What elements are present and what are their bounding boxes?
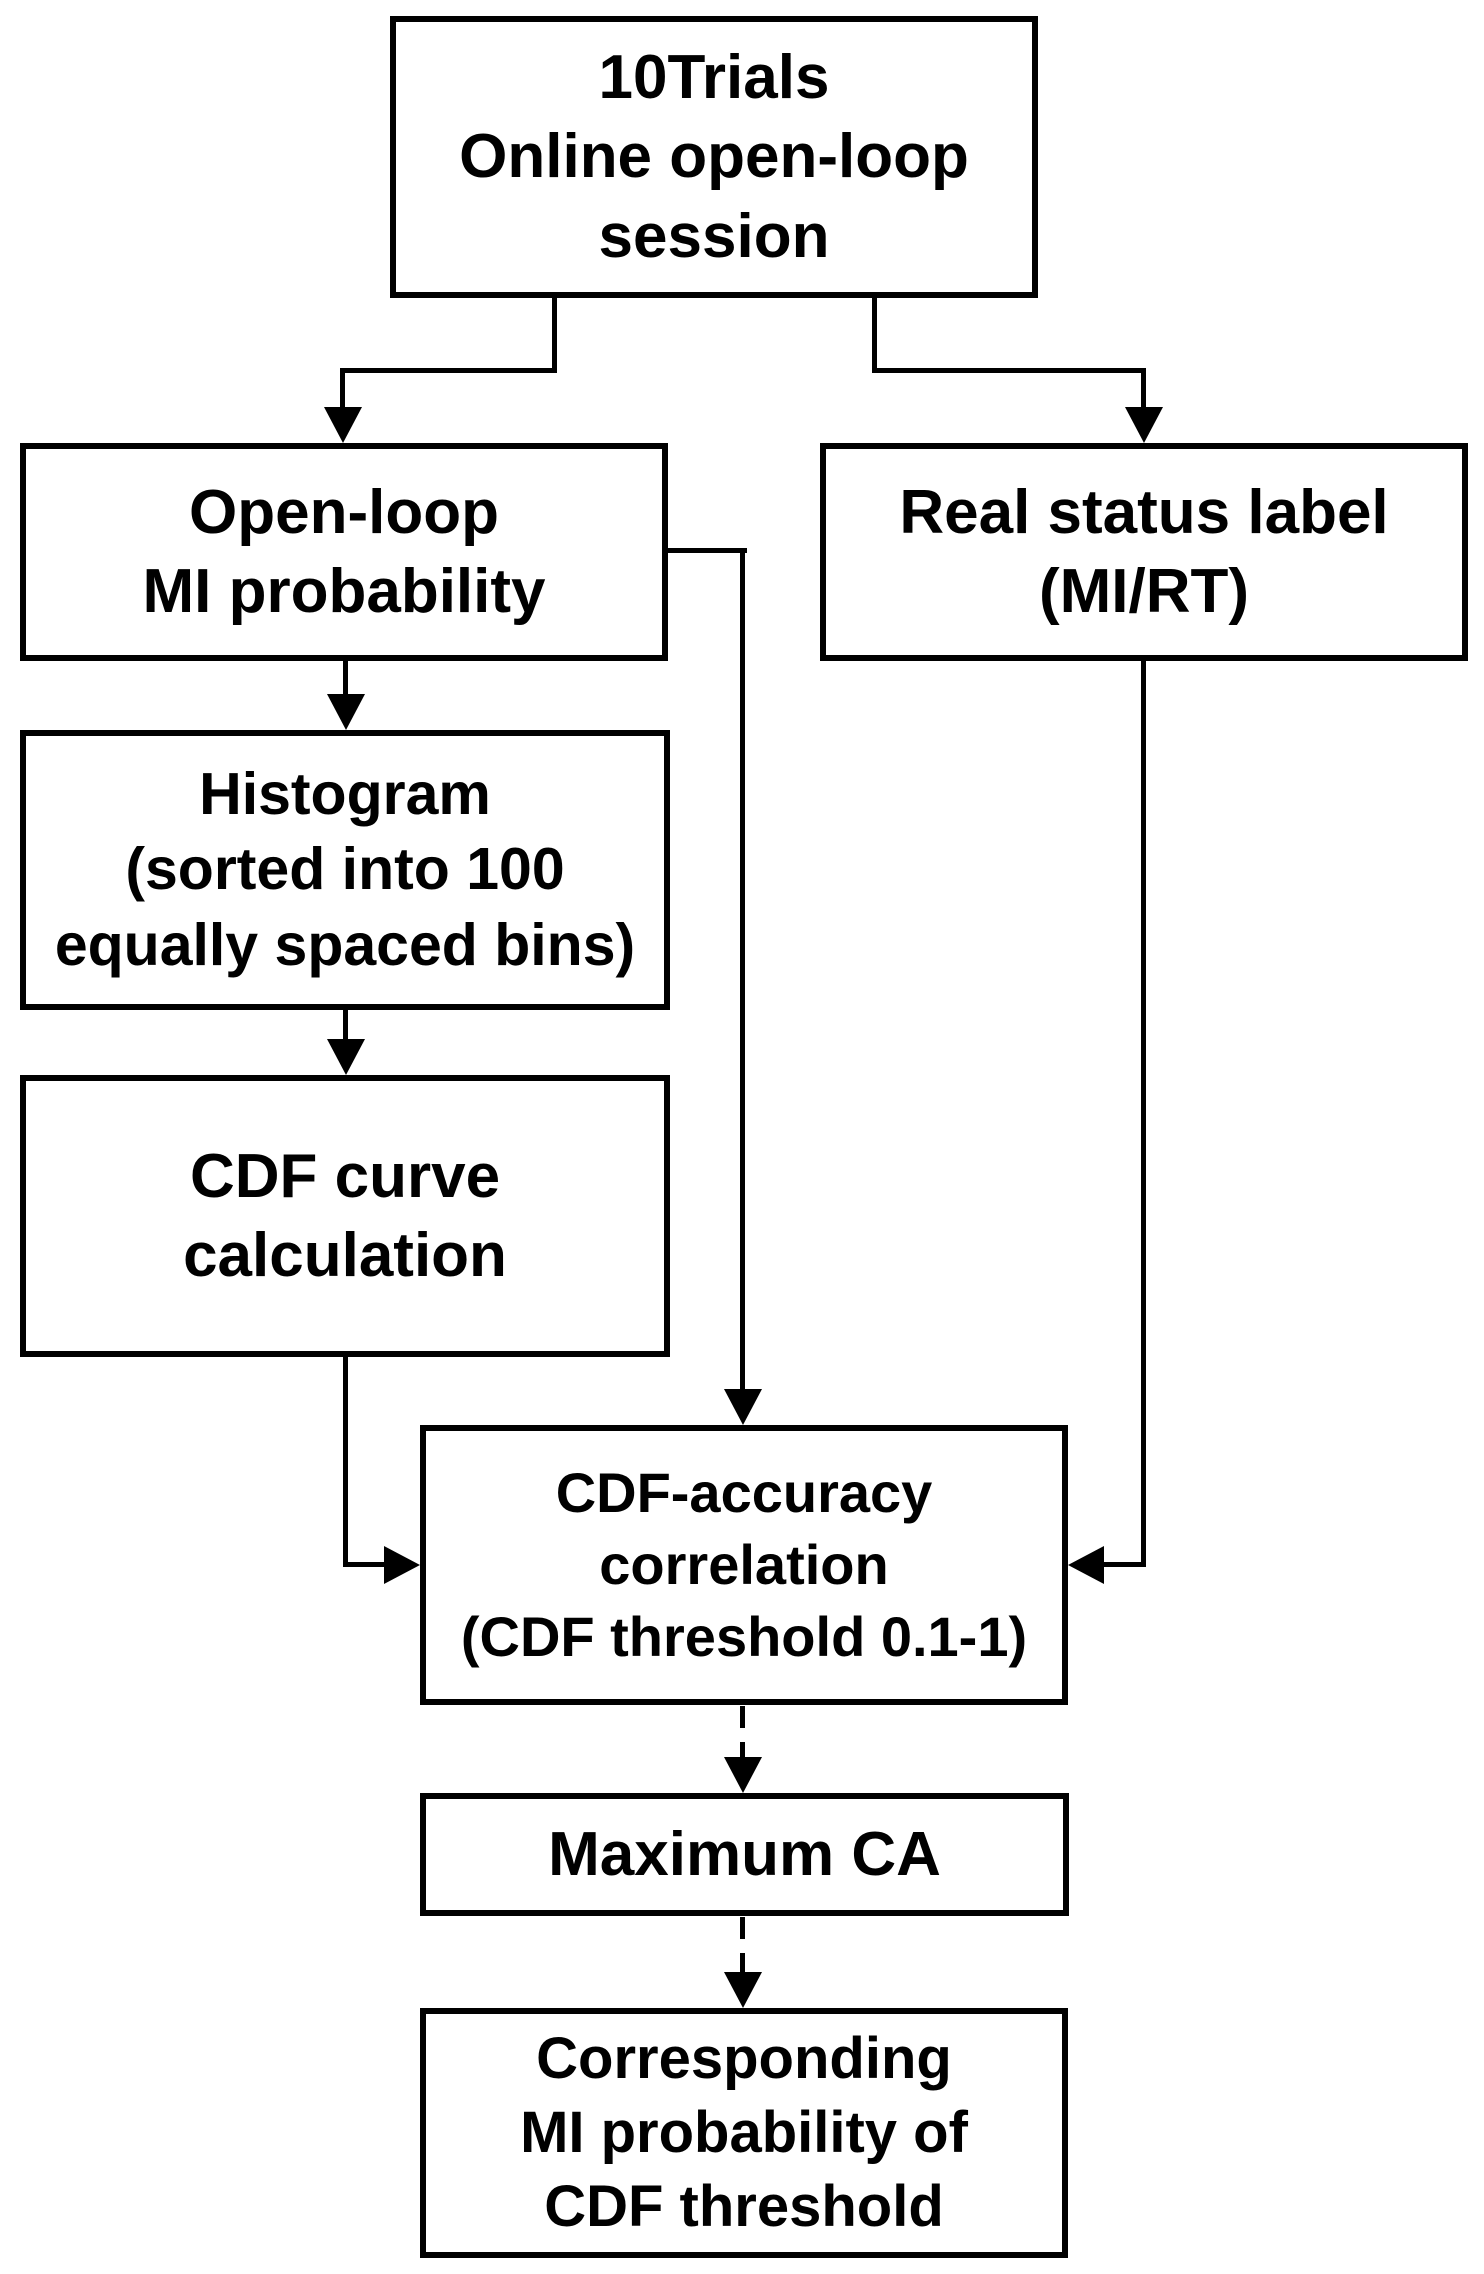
node-open-loop-mi-probability: Open-loop MI probability: [20, 443, 668, 661]
node-10trials-online-open-loop-session: 10Trials Online open-loop session: [390, 16, 1038, 298]
edge-cdfcurve-to-cdfacc-line: [343, 1562, 388, 1567]
edge-trials-to-realstatus-line: [872, 297, 877, 373]
edge-histogram-to-cdfcurve-arrow-icon: [327, 1039, 365, 1075]
node-label: 10Trials Online open-loop session: [459, 42, 969, 271]
edge-trials-to-openloop-line: [340, 368, 345, 410]
node-histogram: Histogram (sorted into 100 equally space…: [20, 730, 670, 1010]
node-label: Open-loop MI probability: [142, 477, 546, 626]
edge-trials-to-openloop-line: [552, 297, 557, 373]
node-label: CDF-accuracy correlation (CDF threshold …: [460, 1461, 1028, 1668]
edge-cdfacc-to-maxca-arrow-icon: [724, 1757, 762, 1793]
edge-trials-to-openloop-arrow-icon: [324, 407, 362, 443]
edge-cdfcurve-to-cdfacc-line: [343, 1356, 348, 1567]
node-corresponding-mi-probability: Corresponding MI probability of CDF thre…: [420, 2008, 1068, 2258]
edge-maxca-to-corresponding-arrow-icon: [724, 1972, 762, 2008]
edge-trials-to-openloop-line: [340, 368, 557, 373]
node-label: Maximum CA: [548, 1819, 941, 1889]
edge-trials-to-realstatus-line: [872, 368, 1146, 373]
edge-maxca-to-corresponding-line: [740, 1917, 745, 1973]
node-cdf-curve-calculation: CDF curve calculation: [20, 1075, 670, 1357]
node-label: CDF curve calculation: [183, 1141, 507, 1290]
edge-realstatus-to-cdfacc-line: [1141, 660, 1146, 1567]
node-real-status-label: Real status label (MI/RT): [820, 443, 1468, 661]
node-label: Histogram (sorted into 100 equally space…: [54, 760, 636, 978]
node-label: Corresponding MI probability of CDF thre…: [520, 2025, 968, 2240]
edge-openloop-to-cdfacc-line: [740, 548, 745, 1391]
edge-openloop-to-cdfacc-arrow-icon: [724, 1389, 762, 1425]
edge-cdfacc-to-maxca-line: [740, 1706, 745, 1758]
edge-trials-to-realstatus-line: [1141, 368, 1146, 410]
node-maximum-ca: Maximum CA: [420, 1793, 1069, 1916]
edge-cdfcurve-to-cdfacc-arrow-icon: [384, 1546, 420, 1584]
edge-trials-to-realstatus-arrow-icon: [1125, 407, 1163, 443]
node-label: Real status label (MI/RT): [899, 477, 1389, 626]
edge-openloop-to-histogram-line: [343, 660, 348, 696]
edge-openloop-to-histogram-arrow-icon: [327, 694, 365, 730]
edge-realstatus-to-cdfacc-line: [1104, 1562, 1146, 1567]
edge-realstatus-to-cdfacc-arrow-icon: [1068, 1546, 1104, 1584]
node-cdf-accuracy-correlation: CDF-accuracy correlation (CDF threshold …: [420, 1425, 1068, 1705]
edge-openloop-to-cdfacc-line: [667, 548, 747, 553]
edge-histogram-to-cdfcurve-line: [343, 1010, 348, 1041]
